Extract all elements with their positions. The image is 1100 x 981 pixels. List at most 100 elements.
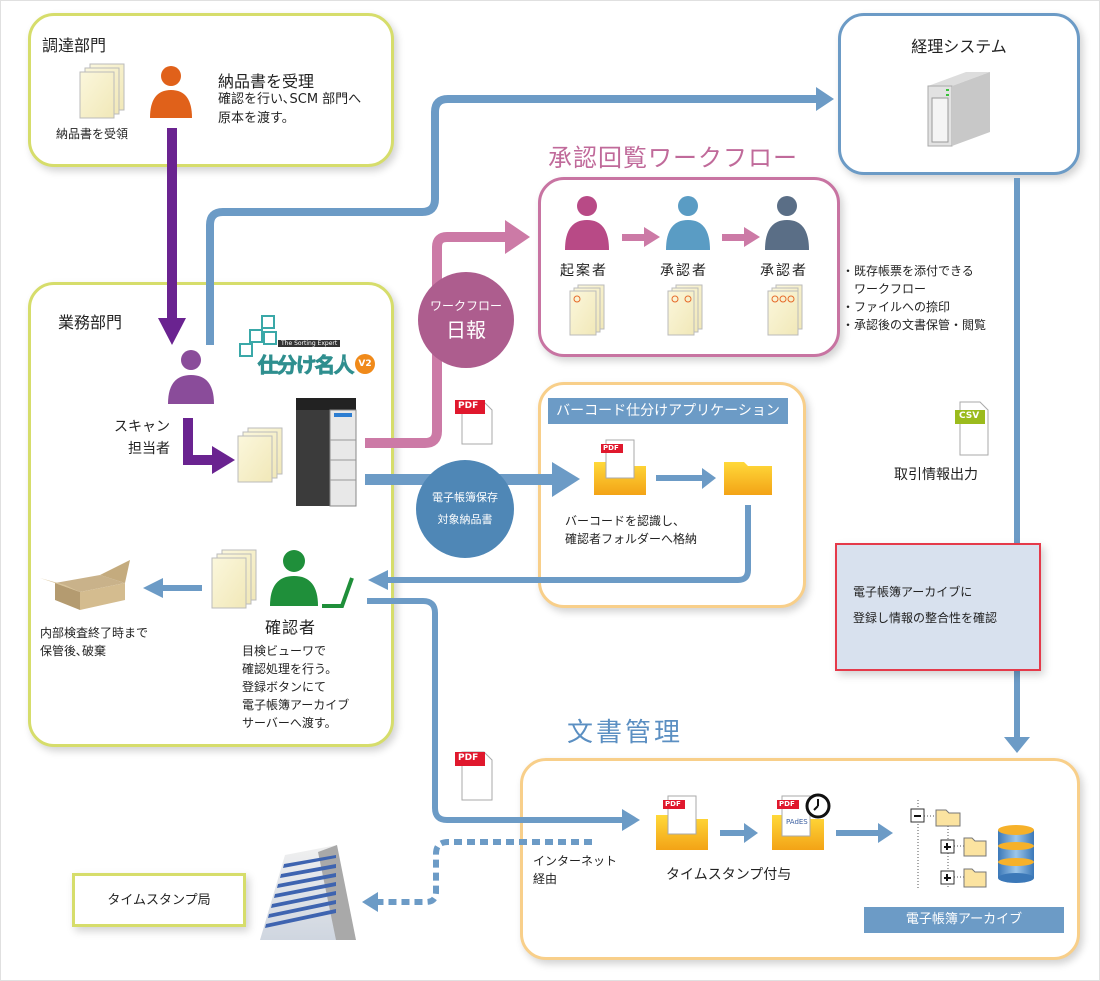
blue-flow-to-accounting	[206, 87, 834, 345]
role-drafter-label: 起案者	[560, 263, 608, 279]
pdf-label: PDF	[458, 401, 479, 411]
folder-icon	[724, 462, 772, 495]
paper-stack-icon	[211, 549, 257, 609]
csv-label: CSV	[959, 411, 980, 421]
person-orange-icon	[150, 66, 192, 118]
feature-item: ・既存帳票を添付できる	[842, 264, 974, 278]
blue-arrow-timestamp-1	[720, 823, 758, 843]
stamped-doc-icon	[767, 284, 803, 336]
pdf-label: PDF	[458, 753, 479, 763]
collapse-node-icon	[910, 808, 925, 823]
business-title: 業務部門	[58, 313, 123, 332]
badge-line: 対象納品書	[437, 513, 493, 526]
laptop-icon	[322, 577, 354, 608]
clock-icon	[805, 793, 831, 819]
folder-with-pdf-icon	[656, 795, 708, 850]
folder-icon	[963, 837, 987, 857]
pdf-label: PDF	[779, 800, 795, 808]
folder-icon	[963, 868, 987, 888]
person-green-icon	[270, 550, 318, 606]
feature-item: ・承認後の文書保管・閲覧	[842, 318, 987, 332]
scanner-label-line: 担当者	[128, 441, 170, 457]
pdf-file-icon	[455, 400, 493, 445]
reviewer-label: 確認者	[265, 618, 317, 637]
reviewer-desc-line: 目検ビューワで	[242, 644, 327, 658]
reviewer-desc-line: 登録ボタンにて	[242, 680, 327, 694]
person-approver2-icon	[765, 196, 809, 250]
business-box	[28, 282, 394, 747]
folder-with-pades-pdf-icon	[772, 795, 824, 850]
expand-node-icon	[940, 870, 955, 885]
box-caption-line: 内部検査終了時まで	[40, 626, 149, 640]
procurement-heading: 納品書を受理	[218, 72, 315, 91]
stamped-doc-icon	[667, 284, 703, 336]
expand-node-icon	[940, 839, 955, 854]
reviewer-desc: 目検ビューワで 確認処理を行う。 登録ボタンにて 電子帳簿アーカイブ サーバーへ…	[242, 642, 349, 732]
badge-line: ワークフロー	[429, 299, 502, 313]
paper-stack-icon	[79, 63, 125, 119]
accounting-title: 経理システム	[911, 37, 1007, 56]
workflow-daily-report-badge: ワークフロー 日報	[418, 272, 514, 368]
storage-box-icon	[40, 560, 130, 610]
scanner-operator-label: スキャン 担当者	[104, 416, 170, 460]
purple-flow-arrow	[158, 128, 186, 345]
workflow-features: ・既存帳票を添付できる ワークフロー ・ファイルへの捺印 ・承認後の文書保管・閲…	[842, 262, 986, 334]
ebook-target-badge: 電子帳簿保存 対象納品書	[416, 460, 514, 558]
blue-flow-return-to-reviewer	[368, 505, 751, 590]
pink-arrow-role-2	[722, 227, 760, 247]
person-approver1-icon	[666, 196, 710, 250]
open-folder-icon	[935, 809, 961, 827]
blue-arrow-folder-to-folder	[656, 468, 716, 489]
archive-label: 電子帳簿アーカイブ	[864, 907, 1064, 933]
folder-with-pdf-icon	[594, 439, 646, 495]
logo-version-badge: V2	[355, 353, 375, 374]
feature-item: ワークフロー	[842, 282, 927, 296]
badge-line: 日報	[446, 318, 486, 342]
note-line: 電子帳簿アーカイブに	[853, 585, 973, 599]
logo-cubes-icon	[239, 315, 277, 357]
csv-file-icon	[955, 401, 989, 456]
pdf-file-icon	[455, 751, 493, 801]
internet-route-label: インターネット 経由	[533, 852, 617, 888]
product-logo: The Sorting Expert 仕分け名人 V2	[258, 330, 375, 378]
timestamp-authority-box: タイムスタンプ局	[72, 873, 246, 927]
logo-tagline: The Sorting Expert	[278, 340, 341, 347]
server-icon	[927, 72, 990, 147]
storage-box-caption: 内部検査終了時まで 保管後､破棄	[40, 624, 148, 660]
timestamp-caption: タイムスタンプ付与	[666, 867, 792, 883]
pdf-label: PDF	[603, 444, 619, 452]
multifunction-printer-icon	[296, 398, 357, 507]
person-purple-icon	[168, 350, 214, 404]
reviewer-desc-line: 確認処理を行う。	[242, 662, 338, 676]
database-icon	[998, 825, 1034, 883]
person-drafter-icon	[565, 196, 609, 250]
reviewer-desc-line: サーバーへ渡す。	[242, 716, 337, 730]
role-approver-label: 承認者	[760, 263, 808, 279]
procurement-title: 調達部門	[42, 36, 107, 55]
logo-name: 仕分け名人	[258, 353, 355, 378]
internet-line: インターネット	[533, 854, 618, 868]
feature-item: ・ファイルへの捺印	[842, 300, 951, 314]
doc-mgmt-section-title: 文書管理	[567, 718, 684, 748]
scanner-label-line: スキャン	[114, 419, 170, 435]
blue-arrow-timestamp-2	[836, 823, 893, 843]
procurement-desc-line: 原本を渡す。	[218, 111, 295, 126]
procurement-desc-line: 確認を行い､SCM 部門へ	[218, 92, 362, 107]
note-line: 登録し情報の整合性を確認	[853, 611, 998, 625]
pades-label: PAdES	[786, 818, 808, 826]
reviewer-desc-line: 電子帳簿アーカイブ	[242, 698, 350, 712]
blue-flow-to-doc-mgmt	[367, 598, 640, 831]
stamped-doc-icon	[569, 284, 605, 336]
purple-bent-arrow	[183, 418, 235, 474]
barcode-desc: バーコードを認識し、 確認者フォルダーへ格納	[565, 512, 697, 548]
blue-arrow-to-storage-box	[143, 578, 202, 598]
pdf-label: PDF	[665, 800, 681, 808]
procurement-doc-caption: 納品書を受領	[56, 127, 129, 141]
badge-line: 電子帳簿保存	[432, 491, 498, 504]
pink-arrow-role-1	[622, 227, 660, 247]
internet-line: 経由	[533, 872, 558, 886]
box-caption-line: 保管後､破棄	[40, 644, 107, 658]
workflow-section-title: 承認回覧ワークフロー	[548, 144, 798, 172]
integrity-check-note: 電子帳簿アーカイブに 登録し情報の整合性を確認	[835, 543, 1041, 671]
role-approver-label: 承認者	[660, 263, 708, 279]
